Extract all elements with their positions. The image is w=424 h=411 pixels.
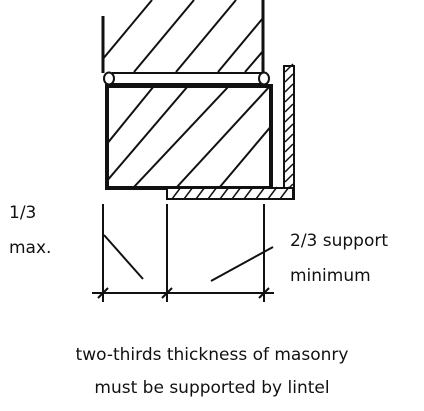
caption-line-1: two-thirds thickness of masonry [75, 345, 349, 365]
minimum-label: minimum [290, 266, 371, 286]
one-third-label: 1/3 [9, 203, 37, 223]
two-thirds-support-label: 2/3 support [290, 231, 389, 251]
masonry-course-above-lintel [105, 84, 273, 190]
caption-line-2: must be supported by lintel [94, 378, 330, 398]
leader-lines [103, 234, 274, 282]
upper-masonry-wall [101, 0, 265, 73]
max-label: max. [9, 238, 52, 258]
mortar-joint [103, 71, 270, 86]
steel-lintel-angle [166, 63, 295, 200]
